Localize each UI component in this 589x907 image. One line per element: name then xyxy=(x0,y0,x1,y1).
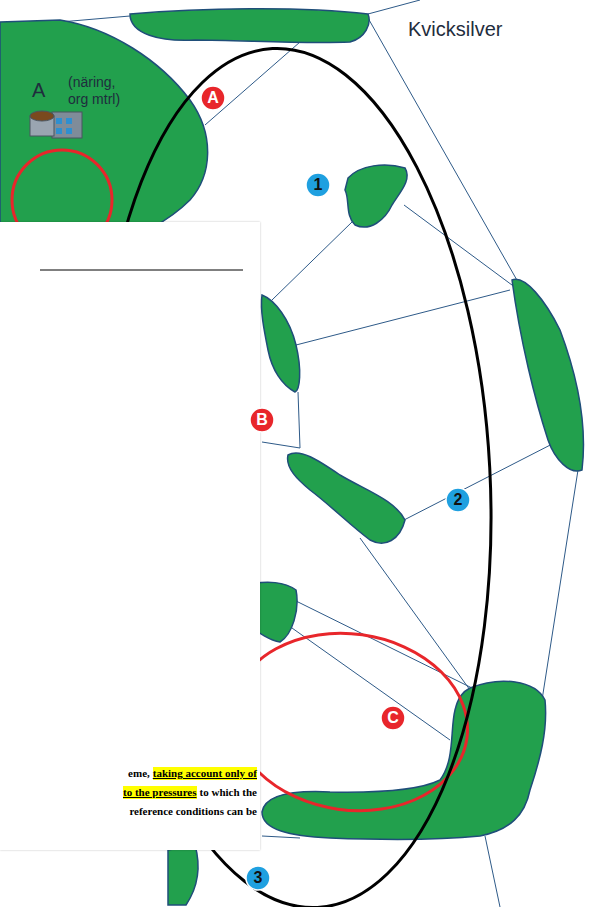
callout-circle: 2 xyxy=(445,487,471,513)
excerpt-text: to which the xyxy=(200,786,257,799)
callout-circle: 3 xyxy=(245,865,271,891)
callout-circle: 1 xyxy=(305,172,331,198)
callout-circle: A xyxy=(200,85,226,111)
source-note: (näring, org mtrl) xyxy=(68,74,130,108)
callout-letter: B xyxy=(249,411,275,429)
callout-circle: C xyxy=(380,705,406,731)
document-excerpt: eme,taking account only of to the pressur… xyxy=(0,222,260,850)
excerpt-line: eme,taking account only of xyxy=(128,767,257,780)
excerpt-text: reference conditions can be xyxy=(129,805,257,818)
map-title-label: Kvicksilver xyxy=(408,17,502,41)
factory-icon xyxy=(30,111,82,138)
excerpt-line: to the pressuresto which the xyxy=(123,786,257,799)
callout-letter: 2 xyxy=(445,491,471,509)
excerpt-text: eme, xyxy=(128,767,150,780)
source-letter: A xyxy=(32,78,45,102)
islands xyxy=(0,9,583,905)
rule-line xyxy=(0,222,260,282)
excerpt-line: reference conditions can be xyxy=(129,805,257,818)
callout-letter: 3 xyxy=(245,869,271,887)
callout-letter: C xyxy=(380,709,406,727)
excerpt-text: taking account only of xyxy=(153,767,257,780)
callout-letter: 1 xyxy=(305,176,331,194)
callout-letter: A xyxy=(200,89,226,107)
excerpt-text: to the pressures xyxy=(123,786,197,799)
callout-circle: B xyxy=(249,407,275,433)
